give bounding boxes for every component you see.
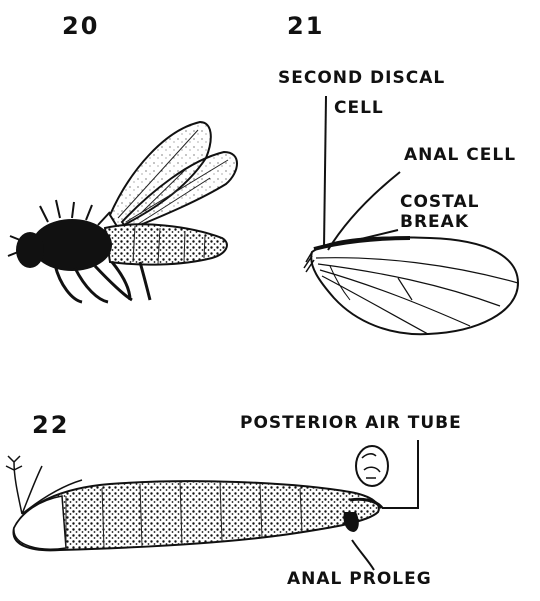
fly-side-view bbox=[8, 122, 237, 302]
wing-leader-lines bbox=[324, 96, 400, 250]
air-tube-detail-oval bbox=[356, 446, 388, 486]
wing-venation bbox=[304, 237, 518, 334]
wing-outline bbox=[311, 237, 518, 334]
larva bbox=[6, 446, 388, 550]
fly-thorax bbox=[32, 219, 112, 271]
fly-head bbox=[16, 232, 44, 268]
leader-anal-proleg bbox=[352, 540, 374, 570]
leader-second-discal-cell bbox=[324, 96, 326, 248]
fly-abdomen bbox=[105, 224, 227, 264]
larva-body bbox=[13, 481, 378, 550]
larva-anal-proleg bbox=[343, 512, 358, 532]
